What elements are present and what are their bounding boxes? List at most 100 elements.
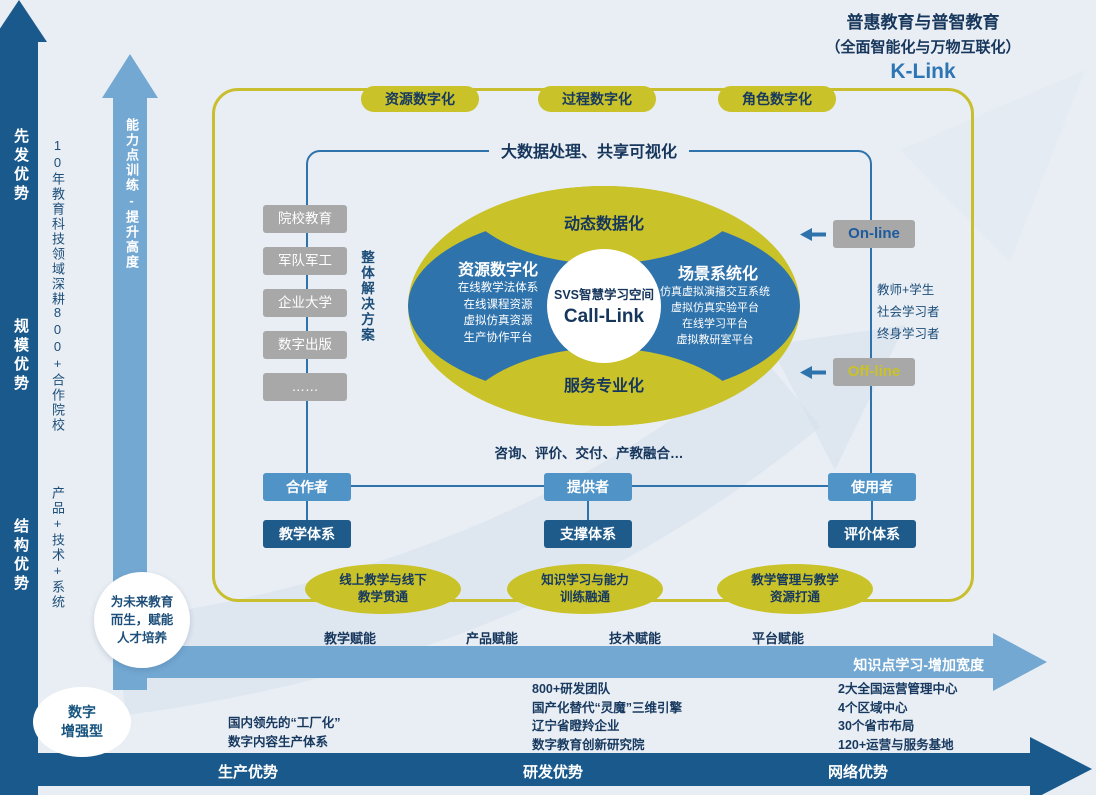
system-box-teaching: 教学体系 [263,520,351,548]
bridge-line: 线上教学与线下 [339,573,427,587]
pill-process-digitization: 过程数字化 [538,86,656,112]
core-label-dynamic-data: 动态数据化 [563,216,644,233]
sector-box-more: …… [263,373,347,401]
bridge-line: 教学贯通 [357,590,408,604]
mission-line: 而生，赋能 [110,613,174,627]
connector-line [306,501,308,520]
stat-line: 800+研发团队 [532,682,611,696]
empower-tick-product: 产品赋能 [465,631,519,646]
overall-solution-note: 整体解决方案 [359,250,374,343]
digital-augmented-badge: 数字 增强型 [33,687,131,757]
core-left-item: 生产协作平台 [463,331,533,344]
core-center-brand: Call-Link [563,306,645,327]
advantage-label-structure: 结构优势 [12,518,29,594]
core-right-item: 仿真虚拟演播交互系统 [660,286,770,298]
core-left-title: 资源数字化 [457,262,538,279]
bridge-line: 资源打通 [769,590,820,604]
stat-line: 120+运营与服务基地 [838,737,954,752]
annotation-decade-experience: 10年教育科技领域深耕 [50,138,65,307]
bottom-label-network: 网络优势 [827,764,889,781]
bottom-label-rnd: 研发优势 [522,764,584,781]
arrow-left-icon [800,228,826,241]
core-left-item: 在线课程资源 [463,298,533,311]
page-subtitle: （全面智能化与万物互联化） [825,39,1021,56]
arrow-left-icon [800,366,826,379]
learner-type: 终身学习者 [877,327,940,341]
stat-column-production: 国内领先的“工厂化” 数字内容生产体系 [228,714,341,751]
system-box-evaluation: 评价体系 [828,520,916,548]
stat-line: 国产化替代“灵魔”三维引擎 [532,700,683,715]
core-right-item: 虚拟教研室平台 [676,334,754,346]
core-right-item: 虚拟仿真实验平台 [671,302,759,314]
mission-circle: 为未来教育 而生，赋能 人才培养 [94,572,190,668]
bigdata-label: 大数据处理、共享可视化 [488,138,690,162]
stat-line: 数字教育创新研究院 [532,737,645,752]
stat-line: 国内领先的“工厂化” [228,716,341,730]
role-box-user: 使用者 [828,473,916,501]
capability-arrow-label: 能力点训练-提升高度 [124,118,139,270]
pill-resource-digitization: 资源数字化 [361,86,479,112]
title-block: 普惠教育与普智教育 （全面智能化与万物互联化） K-Link [800,8,1046,84]
core-center-badge: SVS智慧学习空间 Call-Link [547,249,661,363]
mission-line: 人才培养 [116,631,167,645]
offline-box: Off-line [833,358,915,386]
stat-column-network: 2大全国运营管理中心 4个区域中心 30个省市布局 120+运营与服务基地 [838,680,957,754]
mission-line: 为未来教育 [110,595,174,609]
role-box-partner: 合作者 [263,473,351,501]
knowledge-arrow-bar [120,646,994,678]
sector-box-college: 院校教育 [263,205,347,233]
consulting-label: 咨询、评价、交付、产教融合… [494,446,684,461]
sector-box-publishing: 数字出版 [263,331,347,359]
stat-line: 30个省市布局 [838,719,915,733]
pill-role-digitization: 角色数字化 [718,86,836,112]
bridge-line: 训练融通 [559,590,610,604]
core-label-service-professional: 服务专业化 [563,378,644,395]
badge-line: 增强型 [61,723,103,739]
capability-arrowhead-icon [102,54,158,98]
core-center-title: SVS智慧学习空间 [553,288,654,302]
stat-line: 2大全国运营管理中心 [838,682,958,696]
system-box-support: 支撑体系 [544,520,632,548]
advantage-axis-bar [0,40,38,795]
core-left-item: 虚拟仿真资源 [463,315,533,327]
bottom-axis-arrowhead-icon [1030,737,1092,795]
role-box-provider: 提供者 [544,473,632,501]
learner-types-note: 教师+学生 社会学习者 终身学习者 [877,279,940,345]
online-box: On-line [833,220,915,248]
core-right-item: 在线学习平台 [682,318,748,330]
knowledge-arrow-label: 知识点学习-增加宽度 [853,657,984,673]
stat-column-rnd: 800+研发团队 国产化替代“灵魔”三维引擎 辽宁省瞪羚企业 数字教育创新研究院 [532,680,682,754]
core-right-items: 仿真虚拟演播交互系统 虚拟仿真实验平台 在线学习平台 虚拟教研室平台 [630,284,800,348]
sector-box-military: 军队军工 [263,247,347,275]
brand-klink: K-Link [890,60,956,83]
bridge-line: 知识学习与能力 [541,573,629,587]
core-right-title: 场景系统化 [677,266,758,283]
bottom-advantage-axis-bar [38,753,1034,786]
core-ellipse-graphic [408,186,800,426]
learner-type: 社会学习者 [877,305,940,319]
core-left-items: 在线教学法体系 在线课程资源 虚拟仿真资源 生产协作平台 [413,280,583,346]
connector-line [871,501,873,520]
empower-tick-teaching: 教学赋能 [323,631,377,646]
stat-line: 数字内容生产体系 [228,734,329,749]
knowledge-arrowhead-icon [993,633,1047,691]
bridge-ellipse-online-offline: 线上教学与线下 教学贯通 [305,564,461,614]
annotation-product-tech-system: 产品+技术+系统 [50,486,65,610]
advantage-label-first-mover: 先发优势 [12,128,29,204]
core-diagram: 动态数据化 服务专业化 资源数字化 在线教学法体系 在线课程资源 虚拟仿真资源 … [408,186,800,426]
bottom-label-production: 生产优势 [217,764,279,781]
empower-tick-platform: 平台赋能 [751,631,805,646]
core-left-item: 在线教学法体系 [457,282,539,294]
page-title: 普惠教育与普智教育 [846,13,1000,32]
bridge-line: 教学管理与教学 [751,573,839,587]
bridge-ellipse-knowledge-ability: 知识学习与能力 训练融通 [507,564,663,614]
annotation-partner-colleges: 800+合作院校 [50,305,65,433]
bridge-ellipse-management-resource: 教学管理与教学 资源打通 [717,564,873,614]
stat-line: 4个区域中心 [838,700,908,715]
learner-type: 教师+学生 [877,283,935,297]
sector-box-enterprise: 企业大学 [263,289,347,317]
empower-tick-technology: 技术赋能 [608,631,662,646]
badge-line: 数字 [68,704,96,720]
advantage-axis-arrowhead-icon [0,0,47,42]
